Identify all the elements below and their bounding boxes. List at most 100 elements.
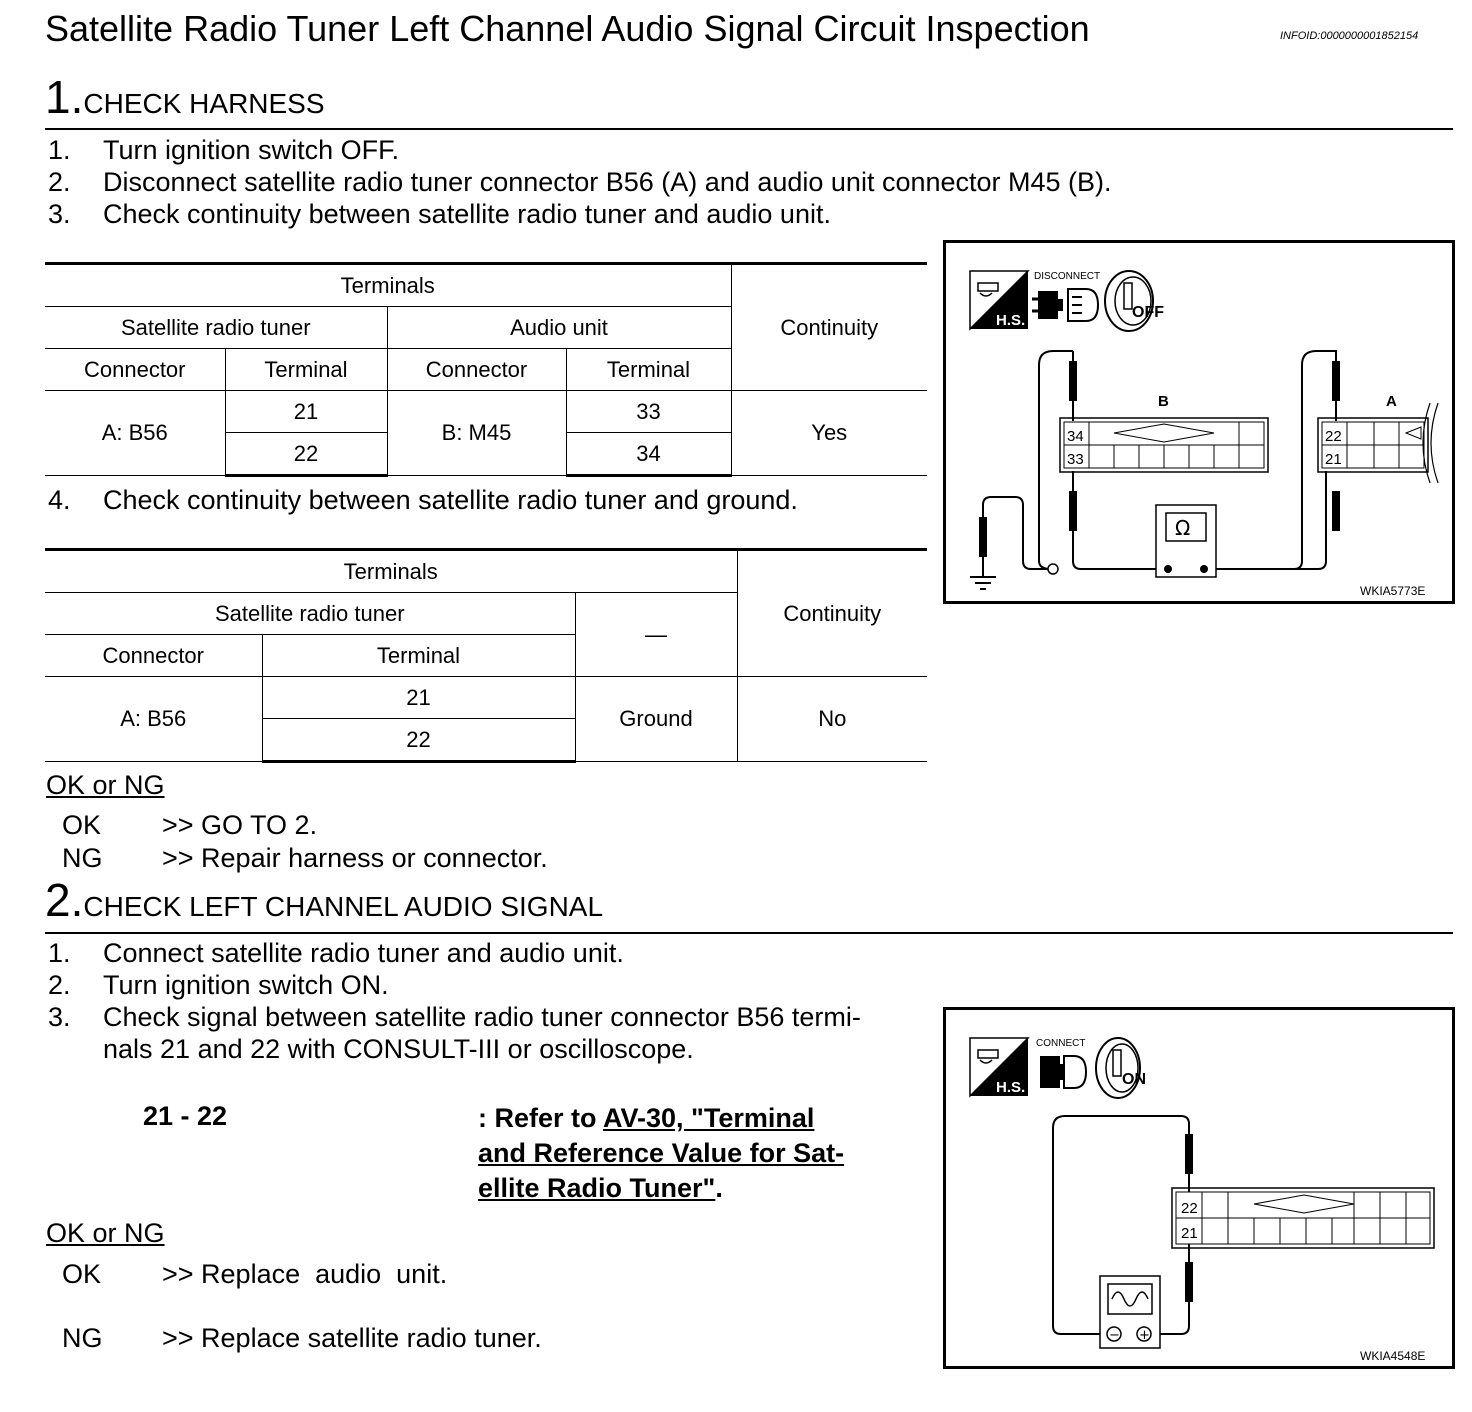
connector-b: 34 33	[1059, 417, 1269, 473]
ground-icon	[970, 563, 996, 590]
table-header-terminal: Terminal	[565, 348, 731, 391]
connector-a-label: A	[1386, 393, 1397, 410]
table-cell-continuity: No	[736, 676, 927, 762]
spec-suffix: .	[715, 1173, 723, 1203]
section1-title: CHECK HARNESS	[83, 88, 325, 119]
hs-label: H.S.	[996, 1079, 1025, 1096]
spec-link[interactable]: AV-30, "Terminal	[603, 1103, 815, 1133]
spec-link[interactable]: and Reference Value for Sat-	[478, 1138, 845, 1168]
table-cell-ground: Ground	[574, 676, 738, 762]
diagram-drawing: H.S. CONNECT ON 22	[969, 1037, 1435, 1363]
diagram-code: WKIA4548E	[1360, 1349, 1425, 1363]
result-status: OK	[62, 810, 102, 840]
section2-title: CHECK LEFT CHANNEL AUDIO SIGNAL	[83, 891, 604, 922]
probe	[1332, 491, 1340, 531]
probe	[979, 517, 987, 557]
connect-icon: CONNECT	[1036, 1038, 1088, 1089]
result-action: >> Repair harness or connector.	[162, 843, 548, 873]
spec-prefix: : Refer to	[478, 1103, 604, 1133]
probe	[1069, 361, 1077, 401]
table-cell-tuner-terminal: 22	[262, 718, 575, 763]
spec-reference: : Refer to AV-30, "Terminal and Referenc…	[478, 1101, 898, 1206]
pin-label: 21	[1181, 1225, 1198, 1242]
table-header-connector: Connector	[386, 348, 567, 391]
table-cell-audio-connector: B: M45	[386, 390, 567, 476]
pin-label: 22	[1325, 428, 1342, 445]
probe	[1185, 1262, 1193, 1302]
continuity-table-2: Terminals Continuity Satellite radio tun…	[45, 548, 927, 763]
plus-symbol: +	[1139, 1328, 1150, 1343]
oscilloscope-icon: − +	[1099, 1275, 1161, 1349]
info-id: INFOID:0000000001852154	[1280, 30, 1419, 42]
table-cell-tuner-terminal: 22	[225, 432, 388, 477]
section1-step4: 4.Check continuity between satellite rad…	[48, 485, 798, 515]
ohmmeter-icon: Ω	[1155, 504, 1217, 578]
result-status: OK	[62, 1259, 102, 1289]
minus-symbol: −	[1109, 1328, 1120, 1343]
junction	[1047, 563, 1059, 575]
ignition-on-label: ON	[1122, 1071, 1146, 1088]
diagram-code: WKIA5773E	[1360, 584, 1425, 598]
section1-heading: 1.CHECK HARNESS	[45, 70, 325, 124]
table-header-terminal: Terminal	[224, 348, 388, 391]
table-header-tuner: Satellite radio tuner	[45, 306, 388, 349]
table-header-continuity: Continuity	[730, 262, 927, 391]
table-cell-tuner-connector: A: B56	[45, 390, 226, 476]
diagram-drawing: H.S. DISCONNECT OFF B	[969, 270, 1439, 598]
table-header-connector: Connector	[45, 348, 226, 391]
disconnect-label: DISCONNECT	[1034, 271, 1100, 282]
continuity-table-1: Terminals Continuity Satellite radio tun…	[45, 262, 927, 477]
ok-ng-label: OK or NG	[46, 770, 165, 800]
connector-b-label: B	[1158, 393, 1169, 410]
ignition-on-icon: ON	[1095, 1037, 1146, 1099]
pin-label: 34	[1067, 428, 1084, 445]
section2-heading: 2.CHECK LEFT CHANNEL AUDIO SIGNAL	[45, 873, 603, 927]
section1-rule	[45, 128, 1453, 130]
table-header-terminal: Terminal	[261, 634, 575, 677]
table-header-terminals: Terminals	[45, 262, 732, 307]
ignition-off-label: OFF	[1132, 304, 1164, 321]
hs-label: H.S.	[996, 312, 1025, 329]
result-action: >> GO TO 2.	[162, 810, 318, 840]
table-header-continuity: Continuity	[736, 548, 927, 677]
disconnect-icon: DISCONNECT	[1032, 271, 1100, 322]
table-header-terminals: Terminals	[45, 548, 738, 593]
tuner-connector: 22 21	[1171, 1187, 1435, 1249]
signal-check-diagram: H.S. CONNECT ON 22	[943, 1007, 1455, 1369]
table-header-dash: —	[574, 592, 737, 677]
section2-rule	[45, 932, 1453, 934]
probe	[1332, 361, 1340, 401]
ok-ng-label: OK or NG	[46, 1218, 165, 1248]
probe	[1185, 1134, 1193, 1174]
section1-steps: 1.Turn ignition switch OFF. 2.Disconnect…	[48, 135, 1112, 229]
table-header-connector: Connector	[45, 634, 263, 677]
connector-a: 22 21	[1317, 402, 1439, 484]
hs-icon: H.S.	[969, 270, 1030, 331]
pin-label: 33	[1067, 451, 1084, 468]
section2-steps: 1.Connect satellite radio tuner and audi…	[48, 938, 861, 1064]
table-cell-tuner-terminal: 21	[261, 676, 576, 719]
spec-terminals: 21 - 22	[143, 1101, 228, 1131]
pin-label: 22	[1181, 1200, 1198, 1217]
table-cell-audio-terminal: 34	[565, 432, 731, 477]
harness-continuity-diagram: H.S. DISCONNECT OFF B	[943, 240, 1455, 604]
table-cell-tuner-terminal: 21	[224, 390, 388, 433]
ignition-off-icon: OFF	[1104, 270, 1164, 332]
table-header-audio: Audio unit	[386, 306, 731, 349]
result-status: NG	[62, 1323, 103, 1353]
table-cell-tuner-connector: A: B56	[45, 676, 263, 762]
spec-link[interactable]: ellite Radio Tuner"	[478, 1173, 716, 1203]
pin-label: 21	[1325, 451, 1342, 468]
table-header-tuner: Satellite radio tuner	[45, 592, 576, 635]
probe	[1069, 491, 1077, 531]
hs-icon: H.S.	[969, 1037, 1030, 1098]
table-cell-continuity: Yes	[730, 390, 927, 476]
ohm-symbol: Ω	[1175, 516, 1190, 540]
result-action: >> Replace audio unit.	[162, 1259, 448, 1289]
result-action: >> Replace satellite radio tuner.	[162, 1323, 542, 1353]
table-cell-audio-terminal: 33	[565, 390, 732, 433]
result-status: NG	[62, 843, 103, 873]
section1-number: 1.	[45, 71, 84, 123]
page-title: Satellite Radio Tuner Left Channel Audio…	[45, 8, 1090, 49]
connect-label: CONNECT	[1036, 1038, 1085, 1049]
